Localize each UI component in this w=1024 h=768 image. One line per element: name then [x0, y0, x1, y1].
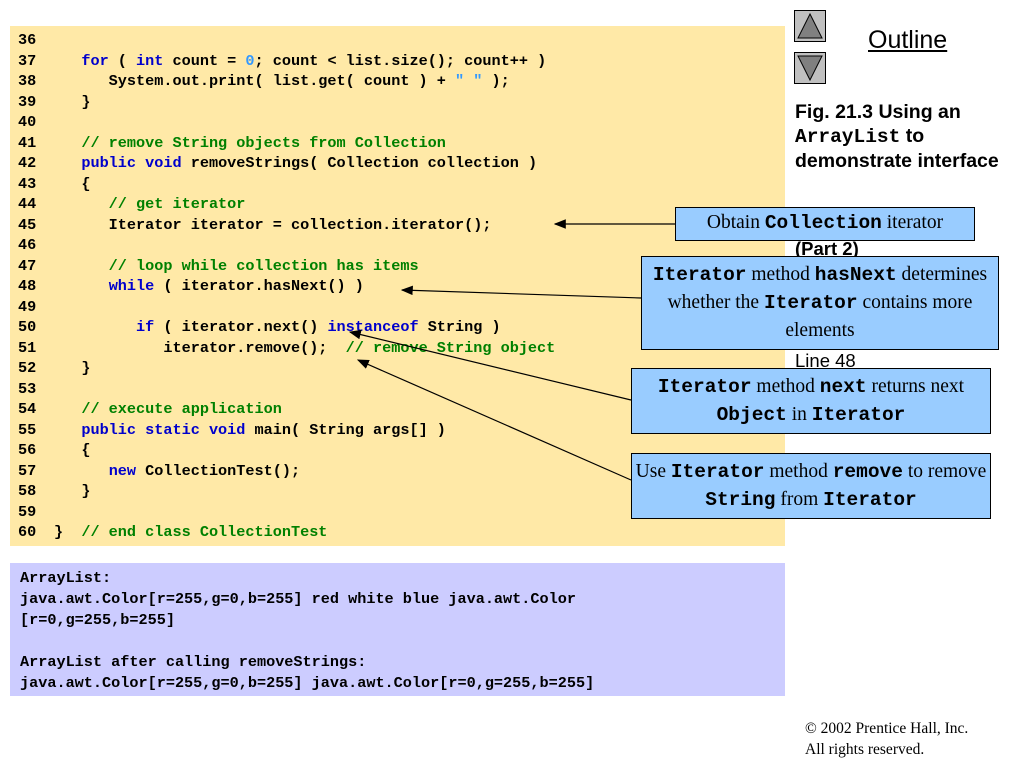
- code-text: while ( iterator.hasNext() ): [108, 277, 364, 295]
- outline-title[interactable]: Outline: [868, 26, 948, 54]
- line-number: 54: [18, 400, 37, 418]
- line-number: 45: [18, 215, 37, 234]
- line-number: 47: [18, 256, 37, 275]
- copyright: © 2002 Prentice Hall, Inc. All rights re…: [805, 718, 968, 760]
- code-text: }: [54, 482, 91, 500]
- output-line: java.awt.Color[r=255,g=0,b=255] java.awt…: [20, 674, 595, 692]
- line-number: 42: [18, 154, 37, 172]
- caption-class-name: ArrayList: [795, 126, 901, 148]
- code-text: iterator.remove(); // remove String obje…: [54, 338, 556, 357]
- line-number: 49: [18, 297, 37, 316]
- line-number: 58: [18, 482, 37, 500]
- line-number: 55: [18, 420, 37, 439]
- code-text: public static void main( String args[] ): [81, 420, 446, 439]
- code-text: // loop while collection has items: [54, 256, 419, 275]
- code-text: {: [54, 174, 91, 193]
- line-number: 60: [18, 523, 37, 541]
- line-number: 39: [18, 92, 37, 111]
- line-number: 36: [18, 31, 37, 49]
- arrow-hasnext: [400, 285, 642, 299]
- code-text: // get iterator: [54, 195, 246, 213]
- output-line: ArrayList:: [20, 569, 112, 587]
- code-text: }: [54, 92, 91, 111]
- output-panel: ArrayList: java.awt.Color[r=255,g=0,b=255…: [10, 563, 785, 696]
- line-number: 41: [18, 133, 37, 152]
- line-number: 37: [18, 51, 37, 70]
- callout-obtain-iterator: Obtain Collection iterator: [675, 207, 975, 241]
- caption-rest: to demonstrate interface: [795, 125, 999, 172]
- triangle-up-icon: [797, 12, 823, 39]
- line-number: 59: [18, 502, 37, 521]
- code-text: new CollectionTest();: [108, 461, 301, 480]
- line-number: 40: [18, 113, 37, 131]
- copyright-line-2: All rights reserved.: [805, 741, 925, 758]
- code-text: System.out.print( list.get( count ) + " …: [54, 72, 510, 90]
- line-number: 57: [18, 461, 37, 480]
- code-text: } // end class CollectionTest: [54, 523, 328, 541]
- line-number: 56: [18, 441, 37, 459]
- code-text: if ( iterator.next() instanceof String ): [136, 318, 501, 336]
- callout-next: Iterator method next returns next Object…: [631, 368, 991, 434]
- caption-fig: Fig. 21.3 Using an: [795, 101, 961, 123]
- copyright-line-1: © 2002 Prentice Hall, Inc.: [805, 720, 969, 737]
- line-number: 50: [18, 318, 37, 336]
- code-text: }: [54, 359, 91, 377]
- output-line: [r=0,g=255,b=255]: [20, 611, 175, 629]
- output-line: java.awt.Color[r=255,g=0,b=255] red whit…: [20, 590, 576, 608]
- line-number: 53: [18, 379, 37, 398]
- code-text: // remove String objects from Collection: [54, 133, 446, 152]
- part-label: (Part 2): [795, 238, 859, 259]
- line-number: 46: [18, 236, 37, 254]
- line-number: 51: [18, 338, 37, 357]
- previous-slide-button[interactable]: [794, 10, 826, 42]
- line-number: 43: [18, 174, 37, 193]
- triangle-down-icon: [797, 55, 823, 82]
- code-text: Iterator iterator = collection.iterator(…: [54, 215, 492, 234]
- line-number: 48: [18, 277, 37, 295]
- output-line: ArrayList after calling removeStrings:: [20, 653, 367, 671]
- code-text: public void removeStrings( Collection co…: [81, 154, 538, 172]
- line-number: 52: [18, 359, 37, 377]
- figure-caption: Fig. 21.3 Using an ArrayList to demonstr…: [795, 100, 1020, 173]
- line-label: Line 48: [795, 350, 856, 371]
- line-number: 44: [18, 195, 37, 213]
- callout-remove: Use Iterator method remove to remove Str…: [631, 453, 991, 519]
- arrow-next: [348, 329, 632, 401]
- callout-hasnext: Iterator method hasNext determines wheth…: [641, 256, 999, 350]
- code-text: for ( int count = 0; count < list.size()…: [81, 51, 547, 70]
- code-text: // execute application: [54, 400, 282, 418]
- next-slide-button[interactable]: [794, 52, 826, 84]
- code-text: {: [54, 441, 91, 459]
- line-number: 38: [18, 72, 37, 90]
- arrow-remove: [356, 359, 632, 481]
